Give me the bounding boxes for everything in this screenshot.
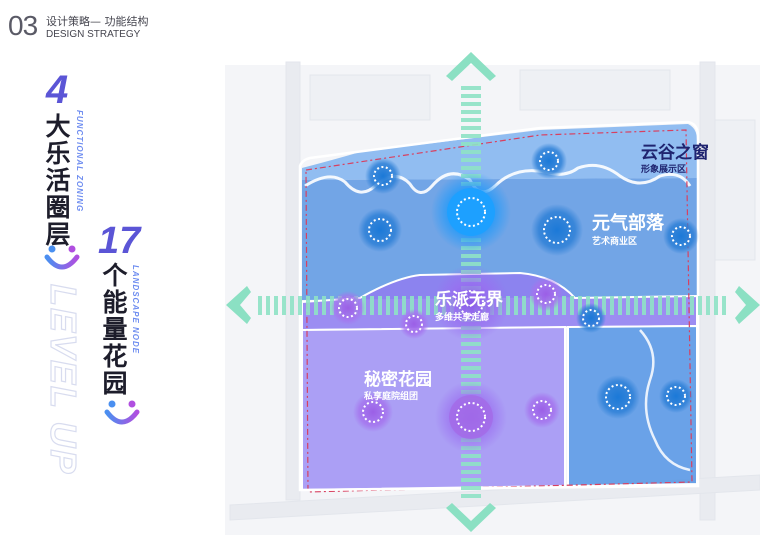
node-yuanqi [531, 204, 583, 256]
landscape-nodes [331, 143, 699, 453]
node-top-right [531, 143, 567, 179]
zone-sub-yuanqi: 艺术商业区 [592, 235, 637, 247]
section-title-en: DESIGN STRATEGY [46, 29, 141, 40]
node-corridor-left [331, 291, 365, 325]
section-number: 03 [8, 10, 38, 41]
node-lower-right-1 [596, 375, 640, 419]
zone-label-lepai: 乐派无界 [435, 290, 503, 310]
node-center-purple [433, 265, 509, 341]
node-mimi-left [353, 392, 393, 432]
node-corridor-c [576, 303, 606, 333]
zone-label-mimi: 秘密花园 [364, 369, 432, 390]
node-corridor-b [529, 277, 563, 311]
zone-count-subtitle: FUNCTIONAL ZONING [75, 110, 84, 213]
node-count-label: 个能量花园 [99, 262, 128, 397]
zone-lower-right-boundary [639, 329, 691, 472]
zone-sub-mimi: 私享庭院组团 [363, 390, 418, 402]
zone-label-yuanqi: 元气部落 [592, 212, 665, 234]
site-boundary [305, 129, 693, 493]
smiley-icon [44, 245, 80, 270]
section-title-cn: 设计策略— 功能结构 [46, 15, 149, 28]
zone-sub-lepai: 多维共享走廊 [435, 311, 489, 323]
smiley-icon [104, 400, 140, 425]
node-top-left [365, 158, 401, 194]
node-left-mid [358, 208, 402, 252]
node-corridor-a [399, 309, 429, 339]
zone-sub-yungu: 形象展示区 [641, 163, 686, 175]
node-lower-center [435, 381, 507, 453]
node-far-right [663, 218, 699, 254]
zone-label-yungu: 云谷之窗 [641, 142, 709, 163]
node-count-number: 17 [98, 220, 141, 262]
zone-count-number: 4 [46, 68, 69, 112]
zone-count-label: 大乐活圈层 [42, 113, 71, 248]
node-top-center [431, 172, 511, 252]
level-up-watermark: LEVEL UP [42, 283, 84, 476]
zone-labels: 云谷之窗 形象展示区 元气部落 艺术商业区 乐派无界 多维共享走廊 秘密花园 私… [363, 142, 709, 402]
node-lower-right-2 [659, 379, 693, 413]
node-mimi-right [524, 392, 560, 428]
site-frame [298, 120, 700, 492]
node-count-subtitle: LANDSCAPE NODE [131, 265, 140, 355]
